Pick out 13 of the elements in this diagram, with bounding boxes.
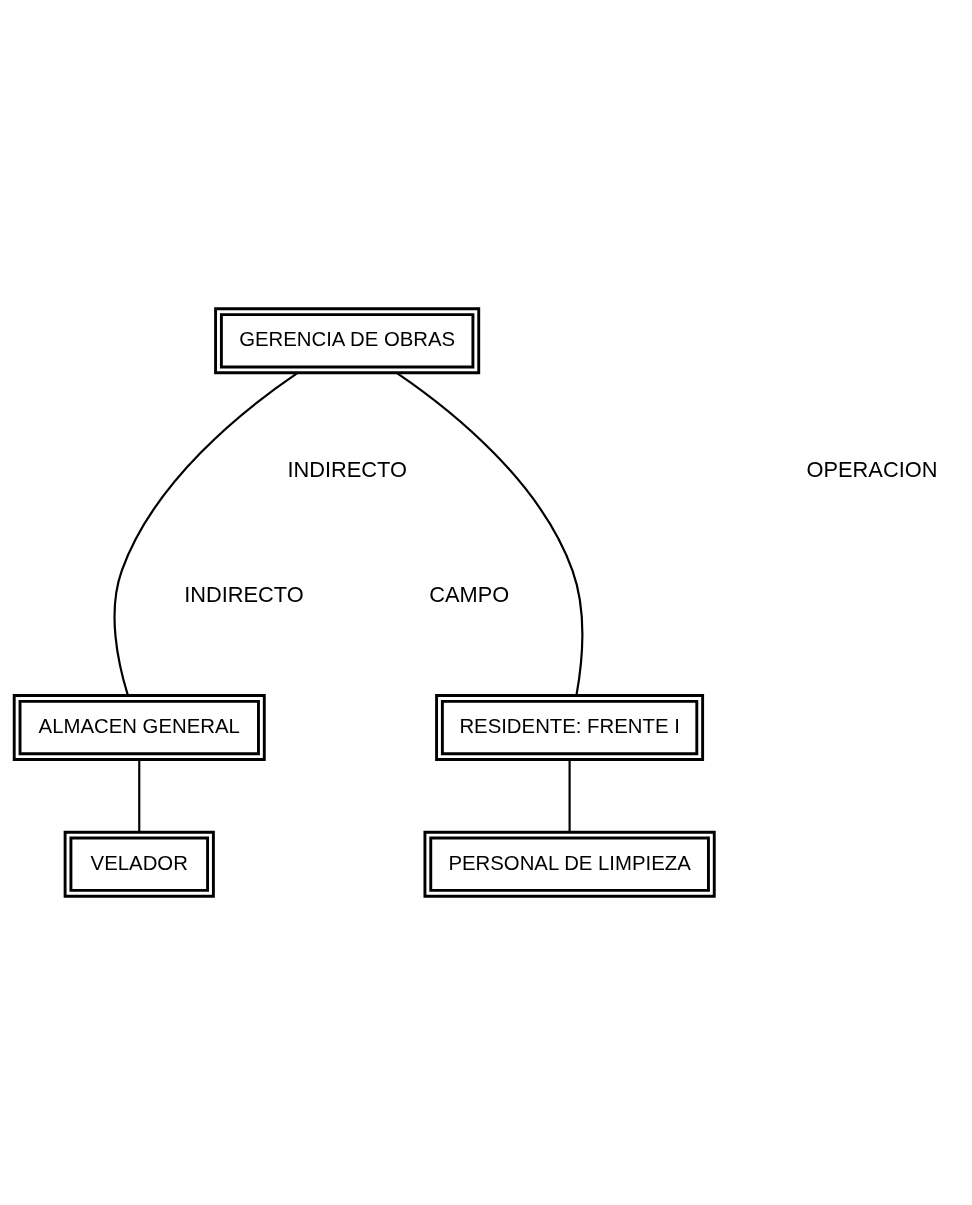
connector bbox=[138, 760, 141, 832]
label: INDIRECTO bbox=[184, 581, 304, 607]
node-box: GERENCIA DE OBRAS bbox=[214, 307, 481, 375]
connector bbox=[396, 372, 584, 696]
node-box: PERSONAL DE LIMPIEZA bbox=[423, 830, 716, 898]
connector bbox=[568, 760, 571, 832]
connector bbox=[113, 372, 298, 696]
node-box: VELADOR bbox=[63, 830, 215, 898]
label: INDIRECTO bbox=[287, 456, 407, 482]
label: OPERACION bbox=[806, 456, 938, 482]
label: CAMPO bbox=[429, 581, 510, 607]
node-box: RESIDENTE: FRENTE I bbox=[435, 694, 705, 761]
node-box: ALMACEN GENERAL bbox=[12, 694, 266, 761]
